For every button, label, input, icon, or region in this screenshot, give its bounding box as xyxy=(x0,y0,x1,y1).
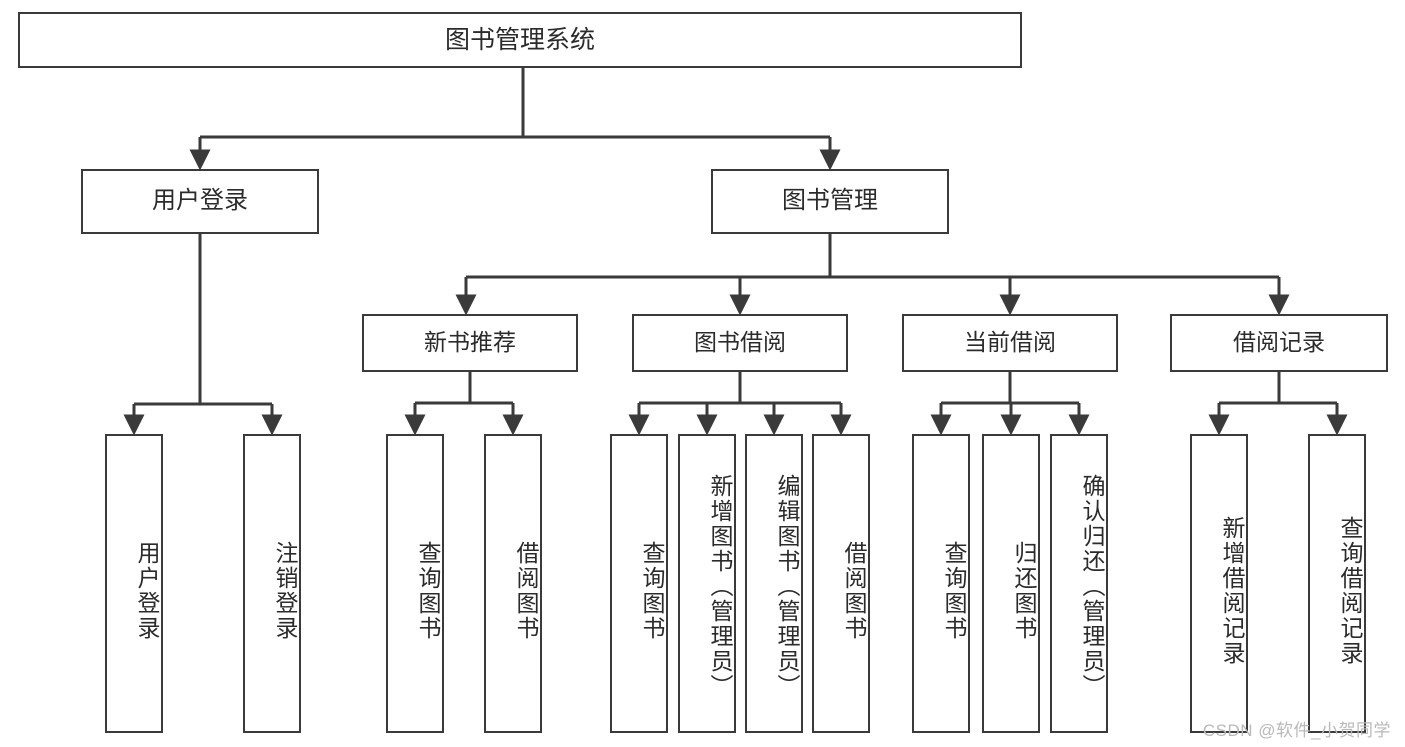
leaf-node[interactable]: 借阅图书 xyxy=(484,434,542,733)
leaf-node-label: 编辑图书（管理员） xyxy=(774,474,800,699)
leaf-node[interactable]: 查询图书 xyxy=(912,434,970,733)
node-label: 图书借阅 xyxy=(694,329,786,356)
node-root-system[interactable]: 图书管理系统 xyxy=(18,12,1022,68)
leaf-node[interactable]: 注销登录 xyxy=(243,434,301,733)
leaf-node[interactable]: 归还图书 xyxy=(982,434,1040,733)
watermark: CSDN @软件_小贺同学 xyxy=(1202,721,1391,740)
node-label: 用户登录 xyxy=(152,187,248,215)
leaf-node-label: 查询借阅记录 xyxy=(1337,515,1363,666)
leaf-node[interactable]: 新增借阅记录 xyxy=(1190,434,1248,733)
leaf-node[interactable]: 借阅图书 xyxy=(812,434,870,733)
leaf-node[interactable]: 查询借阅记录 xyxy=(1308,434,1366,733)
leaf-node-label: 注销登录 xyxy=(272,540,298,641)
node-current-borrow[interactable]: 当前借阅 xyxy=(902,314,1118,372)
node-new-book-recommend[interactable]: 新书推荐 xyxy=(362,314,578,372)
leaf-node-label: 用户登录 xyxy=(134,540,160,641)
leaf-node[interactable]: 确认归还（管理员） xyxy=(1050,434,1108,733)
leaf-node-label: 借阅图书 xyxy=(513,540,539,641)
leaf-node-label: 新增图书（管理员） xyxy=(707,474,733,699)
leaf-node-label: 确认归还（管理员） xyxy=(1079,474,1105,699)
node-label: 图书管理 xyxy=(782,187,878,215)
leaf-node-label: 新增借阅记录 xyxy=(1219,515,1245,666)
leaf-node-label: 归还图书 xyxy=(1011,540,1037,641)
node-label: 当前借阅 xyxy=(964,329,1056,356)
node-user-login[interactable]: 用户登录 xyxy=(81,169,319,234)
leaf-node[interactable]: 编辑图书（管理员） xyxy=(745,434,803,733)
leaf-node-label: 借阅图书 xyxy=(841,540,867,641)
node-book-borrow[interactable]: 图书借阅 xyxy=(632,314,848,372)
leaf-node[interactable]: 用户登录 xyxy=(105,434,163,733)
leaf-node[interactable]: 查询图书 xyxy=(610,434,668,733)
leaf-node-label: 查询图书 xyxy=(639,540,665,641)
leaf-node[interactable]: 查询图书 xyxy=(386,434,444,733)
node-label: 新书推荐 xyxy=(424,329,516,356)
node-book-management[interactable]: 图书管理 xyxy=(711,169,949,234)
node-label: 借阅记录 xyxy=(1233,329,1325,356)
leaf-node[interactable]: 新增图书（管理员） xyxy=(678,434,736,733)
node-borrow-record[interactable]: 借阅记录 xyxy=(1170,314,1388,372)
leaf-node-label: 查询图书 xyxy=(941,540,967,641)
leaf-node-label: 查询图书 xyxy=(415,540,441,641)
